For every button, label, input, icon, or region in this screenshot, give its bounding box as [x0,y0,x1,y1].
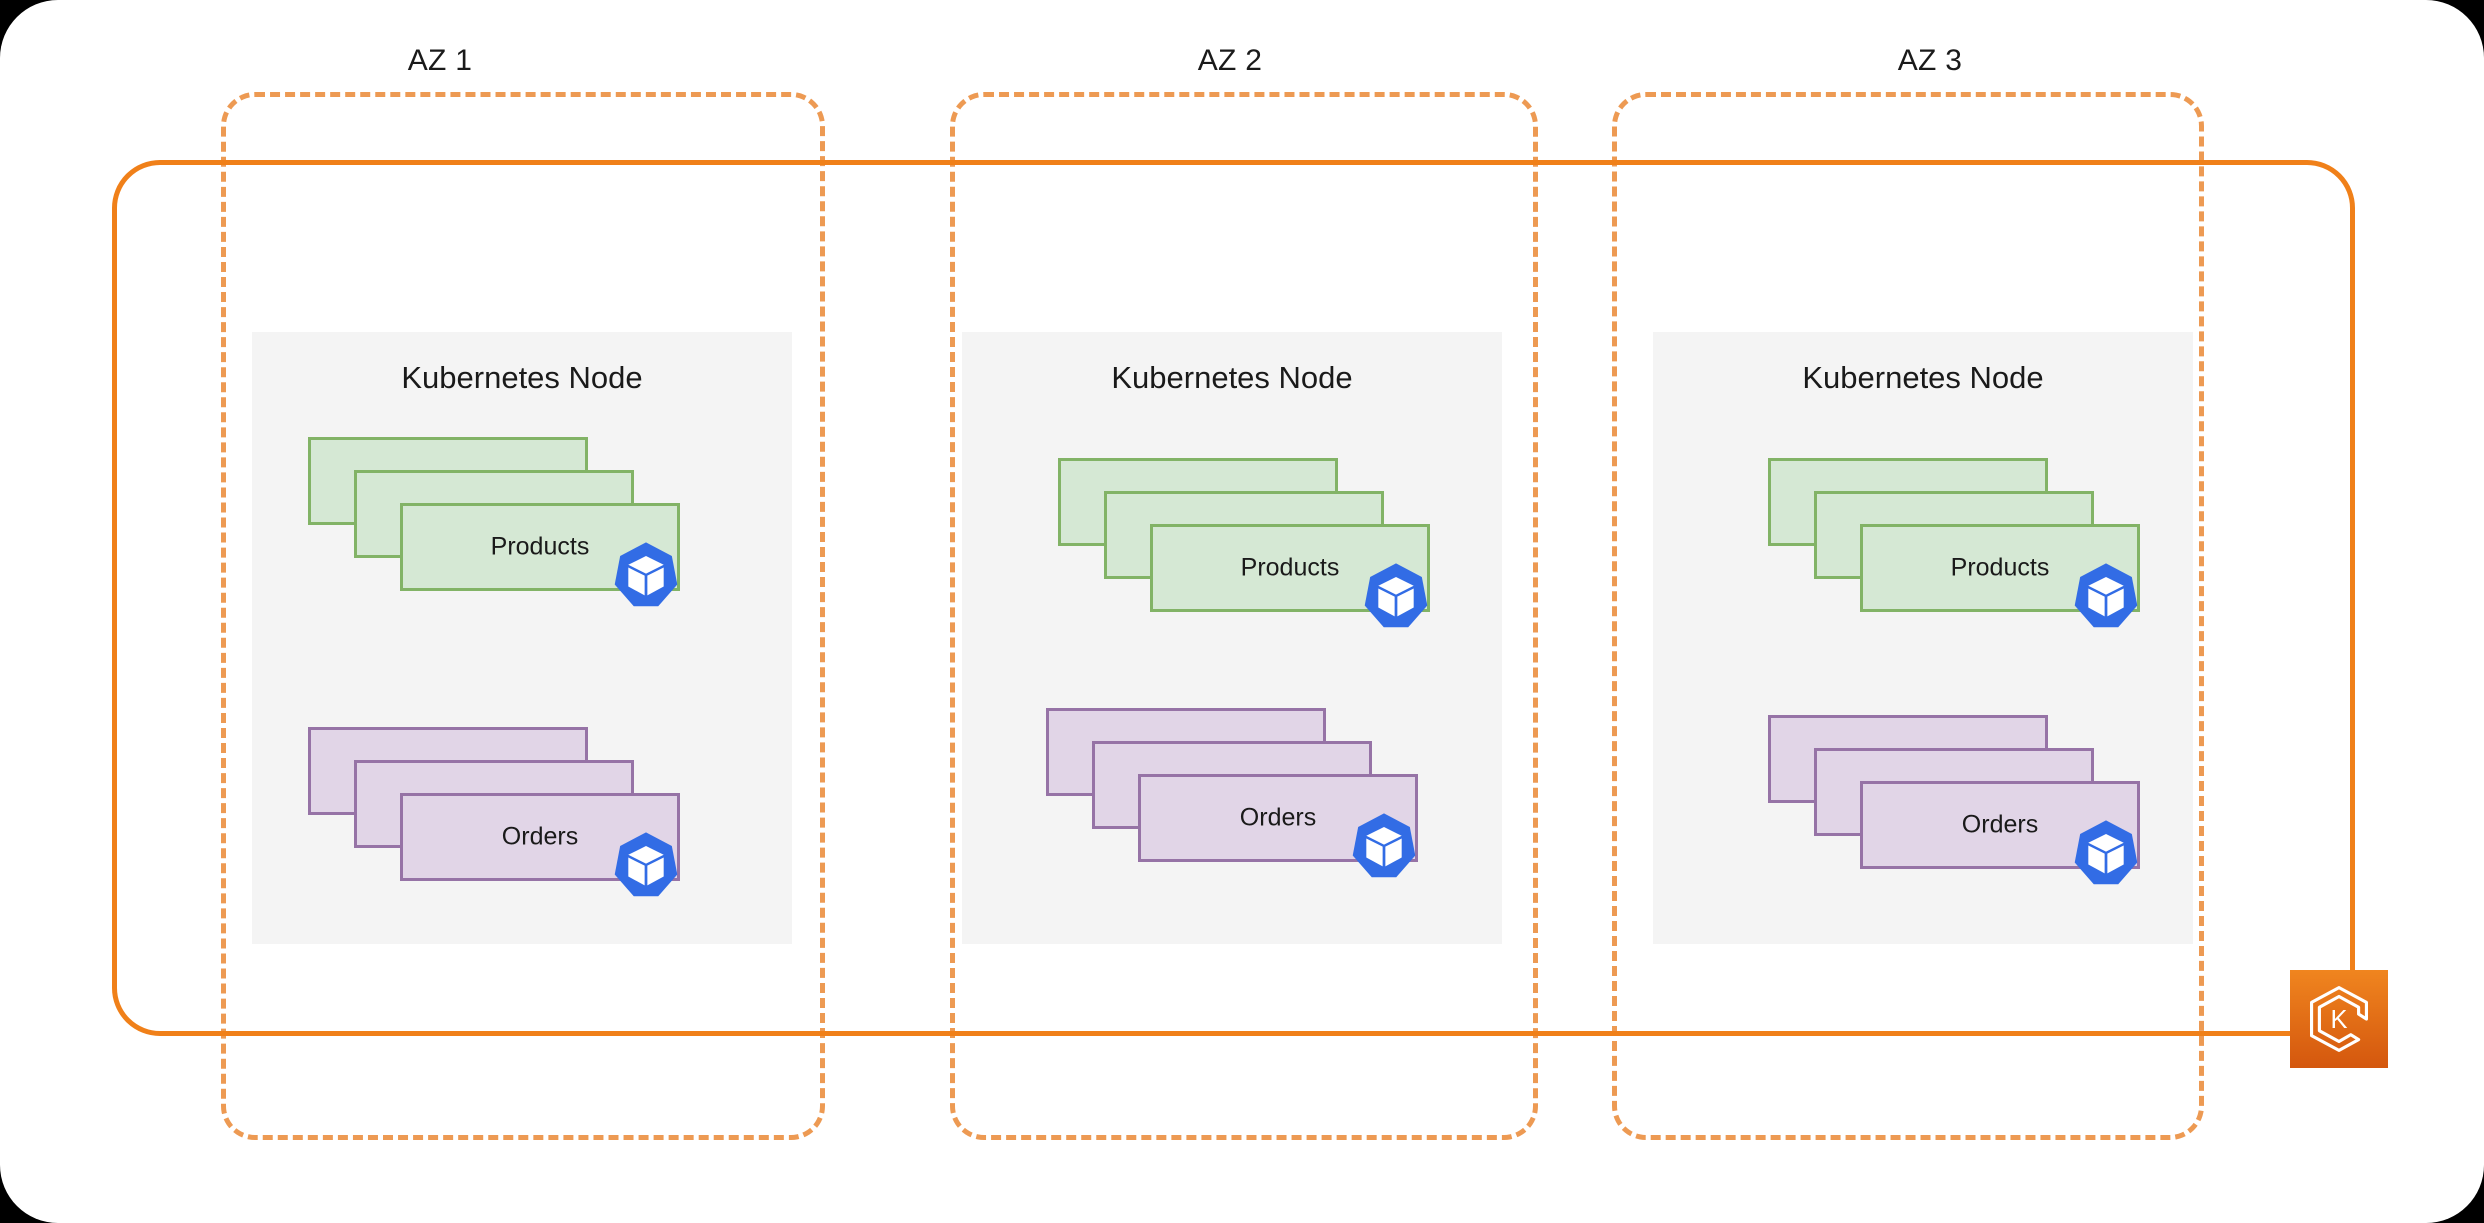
pod-stack-products-az1[interactable]: Products [308,437,680,607]
kubernetes-pod-icon [612,541,680,609]
node-title-3: Kubernetes Node [1802,360,2044,395]
kubernetes-pod-icon [2072,819,2140,887]
az-boundary-2 [950,92,1538,1140]
pod-stack-label: Products [1950,553,2050,582]
az-label-1: AZ 1 [407,44,473,77]
pod-stack-orders-az1[interactable]: Orders [308,727,680,897]
pod-stack-label: Products [490,532,590,561]
node-title-1: Kubernetes Node [401,360,643,395]
az-boundary-3 [1612,92,2204,1140]
svg-text:K: K [2331,1006,2348,1034]
pod-stack-products-az3[interactable]: Products [1768,458,2140,628]
az-label-3: AZ 3 [1897,44,1963,77]
pod-stack-label: Orders [1239,803,1317,832]
pod-stack-products-az2[interactable]: Products [1058,458,1430,628]
aws-eks-icon[interactable]: K [2290,970,2388,1068]
node-title-2: Kubernetes Node [1111,360,1353,395]
pod-stack-orders-az2[interactable]: Orders [1046,708,1418,878]
kubernetes-pod-icon [612,831,680,899]
kubernetes-pod-icon [1350,812,1418,880]
pod-stack-label: Orders [501,822,579,851]
az-label-2: AZ 2 [1197,44,1263,77]
pod-replica-card: Products [400,503,680,591]
pod-stack-orders-az3[interactable]: Orders [1768,715,2140,885]
pod-stack-label: Products [1240,553,1340,582]
az-boundary-1 [221,92,825,1140]
kubernetes-pod-icon [1362,562,1430,630]
kubernetes-pod-icon [2072,562,2140,630]
pod-stack-label: Orders [1961,810,2039,839]
pod-replica-card: Orders [400,793,680,881]
